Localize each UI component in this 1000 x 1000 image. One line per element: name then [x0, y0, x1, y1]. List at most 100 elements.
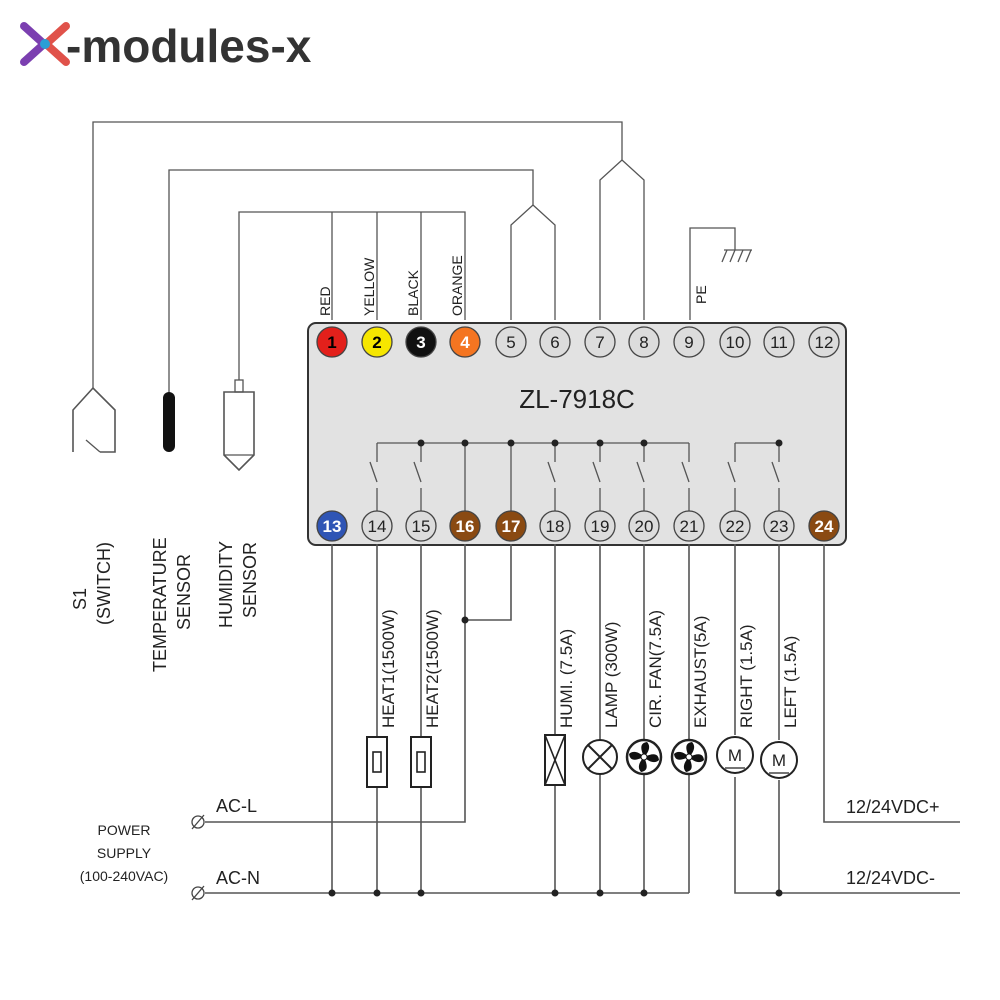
motor-letter: M	[728, 746, 742, 765]
terminal-circle	[719, 510, 751, 542]
terminal-circle	[539, 326, 571, 358]
fan-icon	[625, 738, 663, 776]
terminal-circle	[584, 326, 616, 358]
terminal-number: 5	[506, 333, 515, 352]
switch-label-line1: S1	[70, 588, 90, 610]
ac-l-label: AC-L	[216, 796, 257, 816]
wire-label-orange: ORANGE	[449, 255, 465, 316]
terminal-circle	[316, 326, 348, 358]
switch-s1-icon	[72, 386, 116, 453]
load-label-right: RIGHT (1.5A)	[737, 624, 756, 728]
temperature-probe-icon	[163, 392, 175, 452]
terminal-circle	[405, 510, 437, 542]
ground-icon	[721, 249, 752, 263]
terminal-22: 22	[719, 510, 751, 542]
terminal-circle	[628, 510, 660, 542]
terminal-number: 19	[591, 517, 610, 536]
switch-label-line2: (SWITCH)	[94, 542, 114, 625]
load-label-heat1: HEAT1(1500W)	[379, 609, 398, 728]
terminal-8: 8	[628, 326, 660, 358]
heater-icon	[366, 736, 388, 788]
dc-minus-label: 12/24VDC-	[846, 868, 935, 888]
controller-model: ZL-7918C	[519, 384, 635, 414]
terminal-number: 8	[639, 333, 648, 352]
temperature-label-line1: TEMPERATURE	[150, 537, 170, 672]
terminal-3: 3	[405, 326, 437, 358]
lamp-icon	[582, 739, 618, 775]
dc-plus-label: 12/24VDC+	[846, 797, 940, 817]
load-label-heat2: HEAT2(1500W)	[423, 609, 442, 728]
load-label-humi: HUMI. (7.5A)	[557, 629, 576, 728]
terminal-circle	[449, 510, 481, 542]
terminal-number: 16	[456, 517, 475, 536]
terminal-number: 2	[372, 333, 381, 352]
temperature-label-line2: SENSOR	[174, 554, 194, 630]
terminal-20: 20	[628, 510, 660, 542]
terminal-circle	[763, 510, 795, 542]
load-labels: HEAT1(1500W) HEAT2(1500W) HUMI. (7.5A) L…	[379, 609, 800, 728]
terminal-ac-l-icon	[191, 814, 205, 830]
terminal-5: 5	[495, 326, 527, 358]
sensor-labels: S1 (SWITCH) TEMPERATURE SENSOR HUMIDITY …	[70, 537, 260, 672]
terminal-number: 6	[550, 333, 559, 352]
terminal-6: 6	[539, 326, 571, 358]
load-label-lamp: LAMP (300W)	[602, 622, 621, 728]
terminal-circle	[405, 326, 437, 358]
power-supply: POWER SUPPLY (100-240VAC) AC-L AC-N 12/2…	[80, 796, 940, 901]
terminal-number: 20	[635, 517, 654, 536]
terminal-number: 23	[770, 517, 789, 536]
terminal-4: 4	[449, 326, 481, 358]
terminal-10: 10	[719, 326, 751, 358]
terminal-number: 15	[412, 517, 431, 536]
terminal-number: 14	[368, 517, 387, 536]
terminal-circle	[719, 326, 751, 358]
load-label-exhaust: EXHAUST(5A)	[691, 616, 710, 728]
terminal-circle	[584, 510, 616, 542]
pe-label: PE	[693, 285, 709, 304]
power-supply-title-1: POWER	[98, 822, 151, 838]
x-mark-icon	[20, 22, 70, 66]
terminal-14: 14	[361, 510, 393, 542]
power-supply-title-3: (100-240VAC)	[80, 868, 168, 884]
terminal-number: 9	[684, 333, 693, 352]
fan-icon	[670, 738, 708, 776]
terminal-circle	[361, 510, 393, 542]
terminal-circle	[673, 510, 705, 542]
humidity-label-line1: HUMIDITY	[216, 541, 236, 628]
brand-logo: -modules-x	[20, 20, 312, 72]
motor-letter: M	[772, 751, 786, 770]
wire-color-labels: RED YELLOW BLACK ORANGE PE	[317, 255, 709, 316]
terminal-number: 24	[815, 517, 834, 536]
terminal-number: 21	[680, 517, 699, 536]
terminal-ac-n-icon	[191, 885, 205, 901]
terminal-circle	[495, 510, 527, 542]
terminal-number: 13	[323, 517, 342, 536]
terminal-circle	[539, 510, 571, 542]
wire-label-red: RED	[317, 286, 333, 316]
humidity-label-line2: SENSOR	[240, 542, 260, 618]
terminal-13: 13	[316, 510, 348, 542]
terminal-number: 7	[595, 333, 604, 352]
terminal-15: 15	[405, 510, 437, 542]
terminal-number: 1	[327, 333, 336, 352]
terminal-circle	[316, 510, 348, 542]
humidity-probe-icon	[223, 379, 255, 472]
input-wiring	[92, 121, 752, 392]
terminal-number: 17	[502, 517, 521, 536]
output-wiring	[205, 544, 960, 897]
terminal-circle	[763, 326, 795, 358]
load-label-cir-fan: CIR. FAN(7.5A)	[646, 610, 665, 728]
terminal-1: 1	[316, 326, 348, 358]
terminal-number: 22	[726, 517, 745, 536]
terminal-12: 12	[808, 326, 840, 358]
terminal-9: 9	[673, 326, 705, 358]
terminal-number: 11	[770, 333, 788, 352]
terminal-number: 4	[460, 333, 470, 352]
terminal-7: 7	[584, 326, 616, 358]
terminal-circle	[495, 326, 527, 358]
terminal-number: 12	[815, 333, 834, 352]
terminal-circle	[808, 510, 840, 542]
